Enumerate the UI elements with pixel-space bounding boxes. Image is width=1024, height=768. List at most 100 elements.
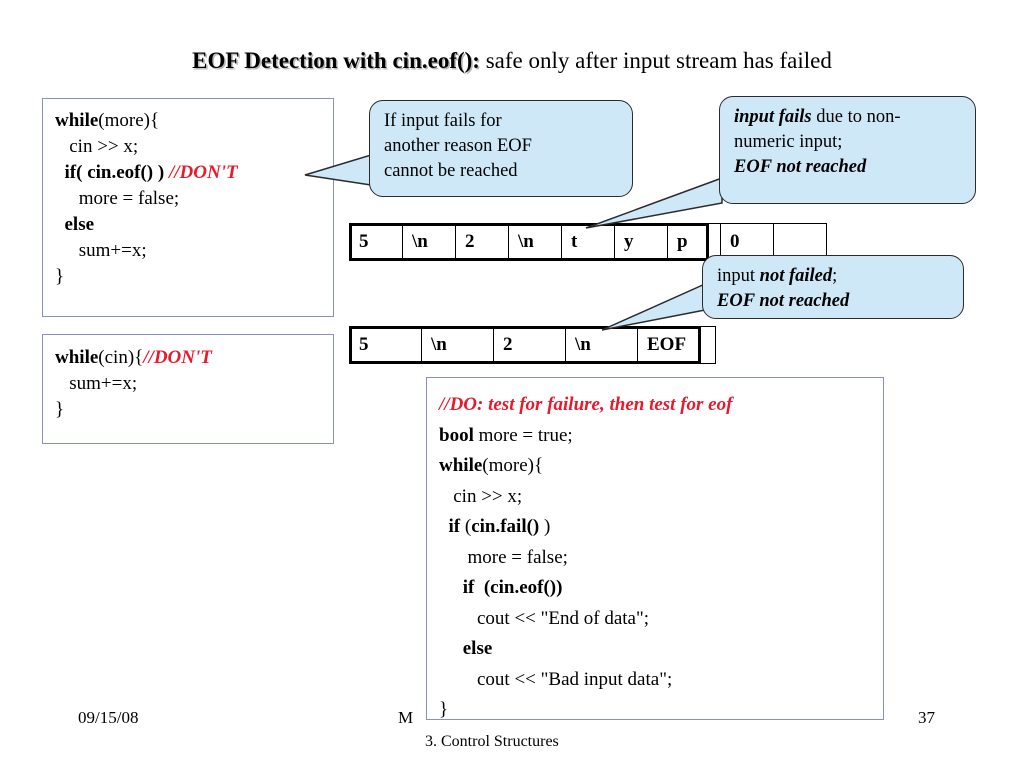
code-keyword: while [55,110,99,131]
code-line: else [55,212,333,238]
code-comment: //DON'T [143,347,212,368]
callout-emph-not-failed: not failed [759,266,833,286]
code-keyword: while [55,347,99,368]
code-text: more = false; [55,188,180,209]
code-text: cout << "End of data"; [439,607,650,629]
code-line: while(cin){//DON'T [55,345,333,371]
while-eof-code-block: while(more){ cin >> x; if( cin.eof() ) /… [42,98,334,317]
code-keyword: ) [153,162,169,183]
footer-middle-text: M [398,708,414,727]
code-text: sum+=x; [55,240,147,261]
callout-line-1: If input fails for [384,111,502,131]
callout-text-semicolon: ; [832,266,838,286]
code-text: cout << "Bad input data"; [439,668,673,690]
code-line: while(more){ [439,451,883,482]
code-keyword: cin.fail() [471,516,540,537]
stream-cell: 0 [720,223,774,261]
code-line: } [55,264,333,290]
footer-date: 09/15/08 [78,708,139,727]
code-line: while(more){ [55,108,333,134]
stream-cell: y [614,223,668,261]
code-line: } [55,397,333,423]
correct-pattern-code-block: //DO: test for failure, then test for eo… [426,377,884,720]
code-line: if (cin.fail() ) [439,512,883,543]
stream-cell: \n [421,326,494,364]
code-text: cin >> x; [55,136,139,157]
callout-line-2: EOF not reached [717,291,850,311]
code-keyword: bool [439,424,474,446]
callout-line-3: EOF not reached [734,157,867,177]
code-text: sum+=x; [55,373,138,394]
code-text: (more){ [98,110,160,131]
callout-not-failed: input not failed; EOF not reached [702,255,964,319]
code-text: } [55,399,65,420]
code-keyword: (cin.eof()) [483,577,563,598]
footer-page-number: 37 [918,708,935,727]
code-comment: // [439,394,450,415]
code-line: sum+=x; [55,371,333,397]
callout-line-1: input fails due to non- [734,105,963,130]
callout-nonnumeric-input: input fails due to non- numeric input; E… [719,96,976,204]
code-keyword: cin.eof() [87,162,154,183]
code-text: more = true; [473,424,573,446]
callout-input-fails-reason: If input fails for another reason EOF ca… [369,100,633,197]
code-line: cin >> x; [55,134,333,160]
stream-cell: p [667,223,721,261]
code-line: } [439,695,883,726]
page-title-rest: safe only after input stream has failed [479,48,832,73]
stream-cell: 5 [349,223,403,261]
code-text: (cin){ [98,347,144,368]
callout-line-2: numeric input; [734,132,843,152]
code-keyword: if [439,516,465,537]
code-line: more = false; [439,543,883,574]
code-line: if( cin.eof() ) //DON'T [55,160,333,186]
callout-text-input: input [717,266,760,286]
callout-line-1: input not failed; [717,264,951,289]
callout-line-3: cannot be reached [384,161,518,181]
code-text: (more){ [482,455,544,476]
code-line: if (cin.eof()) [439,573,883,604]
stream-cell-empty [773,223,827,261]
stream-cell: 2 [455,223,509,261]
code-text: cin >> x; [439,485,523,507]
while-cin-code-block: while(cin){//DON'T sum+=x;} [42,334,334,444]
stream-cell: \n [508,223,562,261]
code-line: //DO: test for failure, then test for eo… [439,390,883,421]
code-text: } [439,699,449,720]
code-line: sum+=x; [55,238,333,264]
callout-emph-input-fails: input fails [734,107,812,127]
stream-cell: t [561,223,615,261]
stream-cell: EOF [637,326,716,364]
code-keyword: if( [55,162,88,183]
code-line: else [439,634,883,665]
code-text: ( [464,516,472,537]
callout-tail-notfailed [601,282,706,331]
stream-cell: \n [402,223,456,261]
code-line: cout << "End of data"; [439,604,883,635]
stream-cell: 2 [493,326,566,364]
code-text: more = false; [439,546,568,568]
code-line: more = false; [55,186,333,212]
code-comment: DO: test for failure, then test for eof [449,394,733,415]
code-text: ) [539,516,551,537]
stream-cell: 5 [349,326,422,364]
code-keyword: if [439,577,484,598]
code-line: cout << "Bad input data"; [439,665,883,696]
code-text: } [55,266,65,287]
callout-text-rest: due to non- [811,107,901,127]
page-title-bold: EOF Detection with cin.eof(): [192,48,480,73]
code-keyword: else [439,638,493,659]
page-title: EOF Detection with cin.eof(): safe only … [0,46,1024,76]
footer-subtitle: 3. Control Structures [425,733,559,750]
stream-cell: \n [565,326,638,364]
callout-line-2: another reason EOF [384,136,532,156]
code-keyword: while [439,455,483,476]
code-line: cin >> x; [439,482,883,513]
code-line: bool more = true; [439,421,883,452]
code-comment: //DON'T [168,162,238,183]
code-keyword: else [55,214,95,235]
